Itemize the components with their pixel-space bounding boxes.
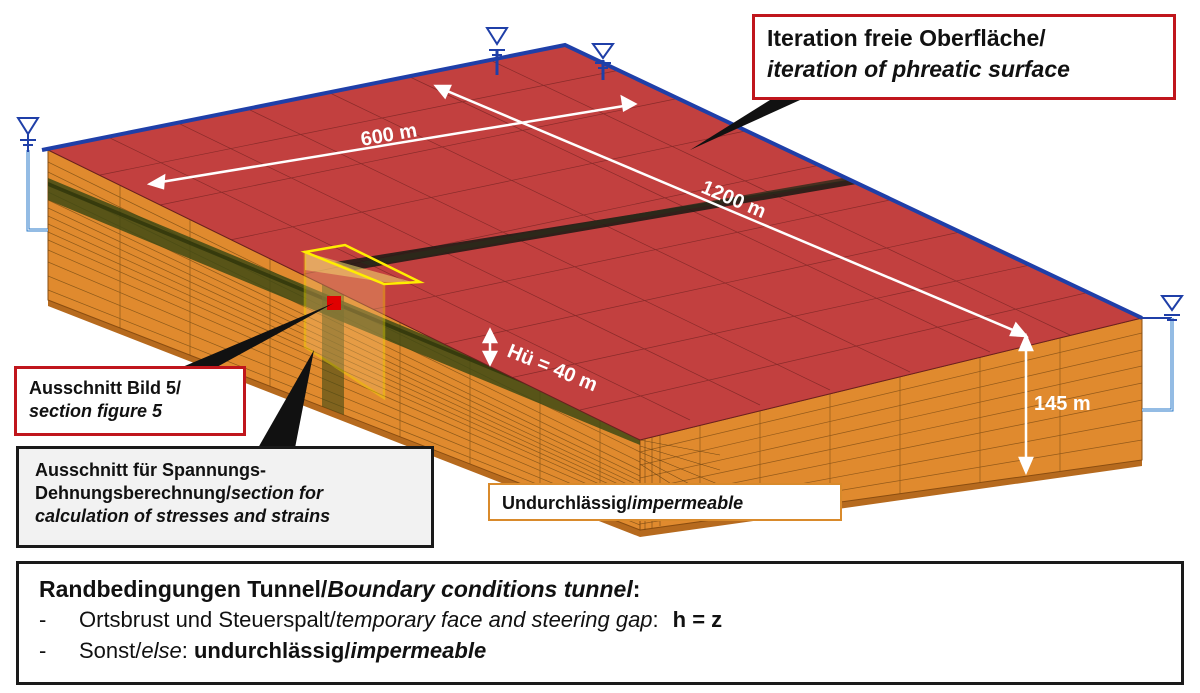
bc-item2-e: impermeable [350, 638, 487, 663]
water-level-top-2 [591, 43, 615, 80]
water-level-top-1 [485, 27, 509, 75]
length-arrow [439, 86, 1021, 335]
bc-item-1: - Ortsbrust und Steuerspalt/temporary fac… [39, 604, 1181, 635]
impermeable-label-b: impermeable [632, 493, 744, 513]
bc-bullet-2: - [39, 638, 47, 663]
stress-callout-line1: Ausschnitt für Spannungs- [35, 460, 266, 480]
phreatic-callout-line2: iteration of phreatic surface [767, 56, 1070, 82]
water-level-icon [1160, 295, 1184, 321]
width-arrow [154, 103, 631, 185]
bc-item-2: - Sonst/else: undurchlässig/impermeable [39, 635, 1181, 666]
stress-callout-line3: calculation of stresses and strains [35, 506, 331, 526]
water-level-icon [485, 27, 509, 56]
bc-item2-b: else [141, 638, 182, 663]
bc-title-b: Boundary conditions tunnel [327, 576, 633, 602]
bc-title-a: Randbedingungen Tunnel/ [39, 576, 328, 602]
stress-callout-line2b: section for [231, 483, 324, 503]
water-level-icon [16, 117, 40, 152]
phreatic-callout-pointer [690, 100, 800, 150]
section-fig5-callout: Ausschnitt Bild 5/ section figure 5 [14, 366, 246, 436]
depth-label: 145 m [1034, 393, 1091, 415]
phreatic-callout-line1: Iteration freie Oberfläche/ [767, 25, 1046, 51]
boundary-conditions-title: Randbedingungen Tunnel/Boundary conditio… [39, 574, 1181, 604]
water-level-icon [591, 43, 615, 69]
impermeable-callout: Undurchlässig/impermeable [488, 483, 842, 521]
phreatic-surface-callout: Iteration freie Oberfläche/ iteration of… [752, 14, 1176, 100]
bc-item1-b: temporary face and steering gap [335, 607, 653, 632]
water-level-left [16, 117, 48, 232]
bc-item1-a: Ortsbrust und Steuerspalt/ [79, 607, 336, 632]
front-face-mesh [48, 150, 640, 526]
bc-item2-d: undurchlässig/ [193, 638, 351, 663]
phreatic-boundary-line [41, 42, 1143, 320]
bc-item2-c: : [181, 638, 194, 663]
impermeable-label-a: Undurchlässig/ [502, 493, 633, 513]
fig5-callout-pointer [180, 303, 334, 368]
water-level-right [1142, 295, 1184, 412]
bc-item1-d: h = z [672, 607, 723, 632]
fig5-callout-line1: Ausschnitt Bild 5/ [29, 378, 182, 398]
bc-bullet-1: - [39, 607, 47, 632]
tunnel-axis-top [335, 175, 880, 270]
bc-item1-c: : [652, 607, 659, 632]
stress-callout-line2a: Dehnungsberechnung/ [35, 483, 232, 503]
bc-title-colon: : [632, 576, 641, 602]
boundary-conditions-box: Randbedingungen Tunnel/Boundary conditio… [16, 561, 1184, 685]
stress-callout-pointer [258, 350, 314, 448]
stress-section-callout: Ausschnitt für Spannungs- Dehnungsberech… [16, 446, 434, 548]
section-top-patch [305, 252, 412, 282]
fig5-callout-line2: section figure 5 [29, 401, 163, 421]
section-top-outline [300, 243, 425, 286]
dimension-arrows [146, 84, 1034, 476]
bc-item2-a: Sonst/ [79, 638, 142, 663]
